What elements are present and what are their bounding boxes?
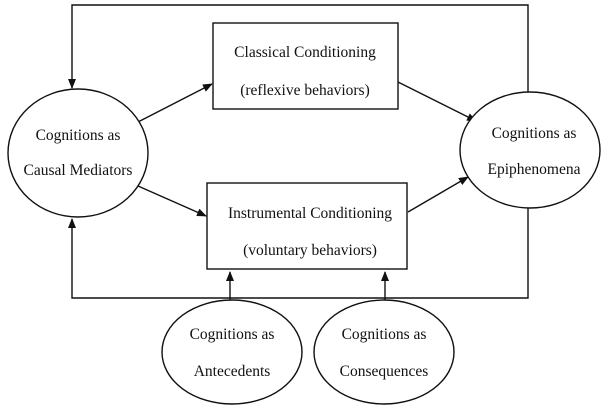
top-loop-arrow (68, 4, 529, 92)
instrumental-line2: (voluntary behaviors) (243, 242, 377, 259)
bottom-loop-arrow (68, 207, 529, 299)
antecedents-line1: Cognitions as (190, 326, 275, 343)
node-instrumental-conditioning: Instrumental Conditioning (voluntary beh… (206, 182, 408, 270)
mediators-to-instrumental-arrow (137, 185, 207, 217)
antecedents-line2: Antecedents (194, 363, 271, 380)
causal-mediators-line1: Cognitions as (36, 127, 121, 144)
node-causal-mediators: Cognitions as Causal Mediators (7, 88, 149, 218)
node-antecedents: Cognitions as Antecedents (161, 299, 303, 405)
epiphenomena-line2: Epiphenomena (488, 161, 581, 178)
causal-mediators-line2: Causal Mediators (24, 162, 133, 179)
classical-line1: Classical Conditioning (234, 44, 376, 61)
consequences-line1: Cognitions as (342, 326, 427, 343)
mediators-to-classical-arrow (137, 83, 213, 123)
instrumental-line1: Instrumental Conditioning (228, 205, 392, 222)
instrumental-to-epiphenomena-arrow (407, 176, 469, 213)
classical-line2: (reflexive behaviors) (240, 82, 370, 99)
node-epiphenomena: Cognitions as Epiphenomena (459, 91, 601, 209)
consequences-line2: Consequences (340, 363, 429, 380)
node-classical-conditioning: Classical Conditioning (reflexive behavi… (212, 22, 399, 110)
classical-to-epiphenomena-arrow (397, 81, 477, 122)
node-consequences: Cognitions as Consequences (313, 299, 455, 405)
epiphenomena-line1: Cognitions as (492, 125, 577, 142)
